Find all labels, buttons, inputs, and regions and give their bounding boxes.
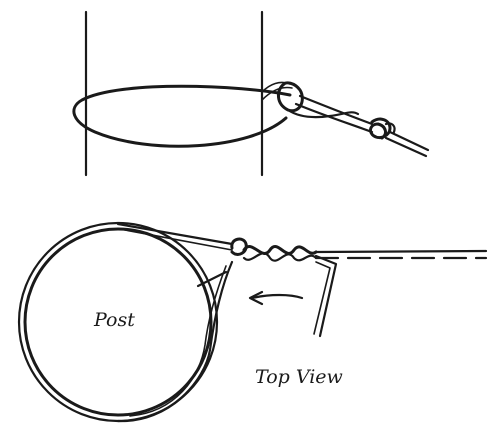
wire-to-twist-lower	[294, 102, 374, 134]
direction-arrow-head	[248, 290, 264, 306]
outgoing-wire-b	[384, 136, 428, 158]
wire-to-twist-upper	[298, 94, 374, 126]
wire-top-tangent	[116, 222, 234, 246]
post-circle-inner	[23, 227, 213, 417]
twist-start-loop	[230, 237, 248, 256]
wire-around-bottom	[116, 260, 234, 423]
wire-top-tangent-2	[124, 229, 233, 251]
wire-brace	[196, 270, 228, 288]
view-label: Top View	[255, 366, 343, 388]
wire-loop-back-2	[261, 86, 293, 101]
fence-wire-main	[314, 249, 488, 254]
wire-loop-front	[72, 84, 292, 148]
tail-wire	[314, 254, 338, 338]
top-view: Post Top View	[17, 221, 488, 423]
small-twist-hook	[384, 122, 396, 134]
direction-arrow-shaft	[250, 293, 304, 300]
wire-around-bottom-2	[129, 265, 227, 417]
side-view	[72, 10, 430, 177]
post-label: Post	[93, 309, 135, 331]
twisted-section-2	[242, 252, 318, 262]
outgoing-wire-a	[388, 130, 430, 152]
tail-wire-2	[313, 261, 331, 335]
twisted-section	[242, 245, 318, 255]
small-twist	[369, 117, 392, 140]
